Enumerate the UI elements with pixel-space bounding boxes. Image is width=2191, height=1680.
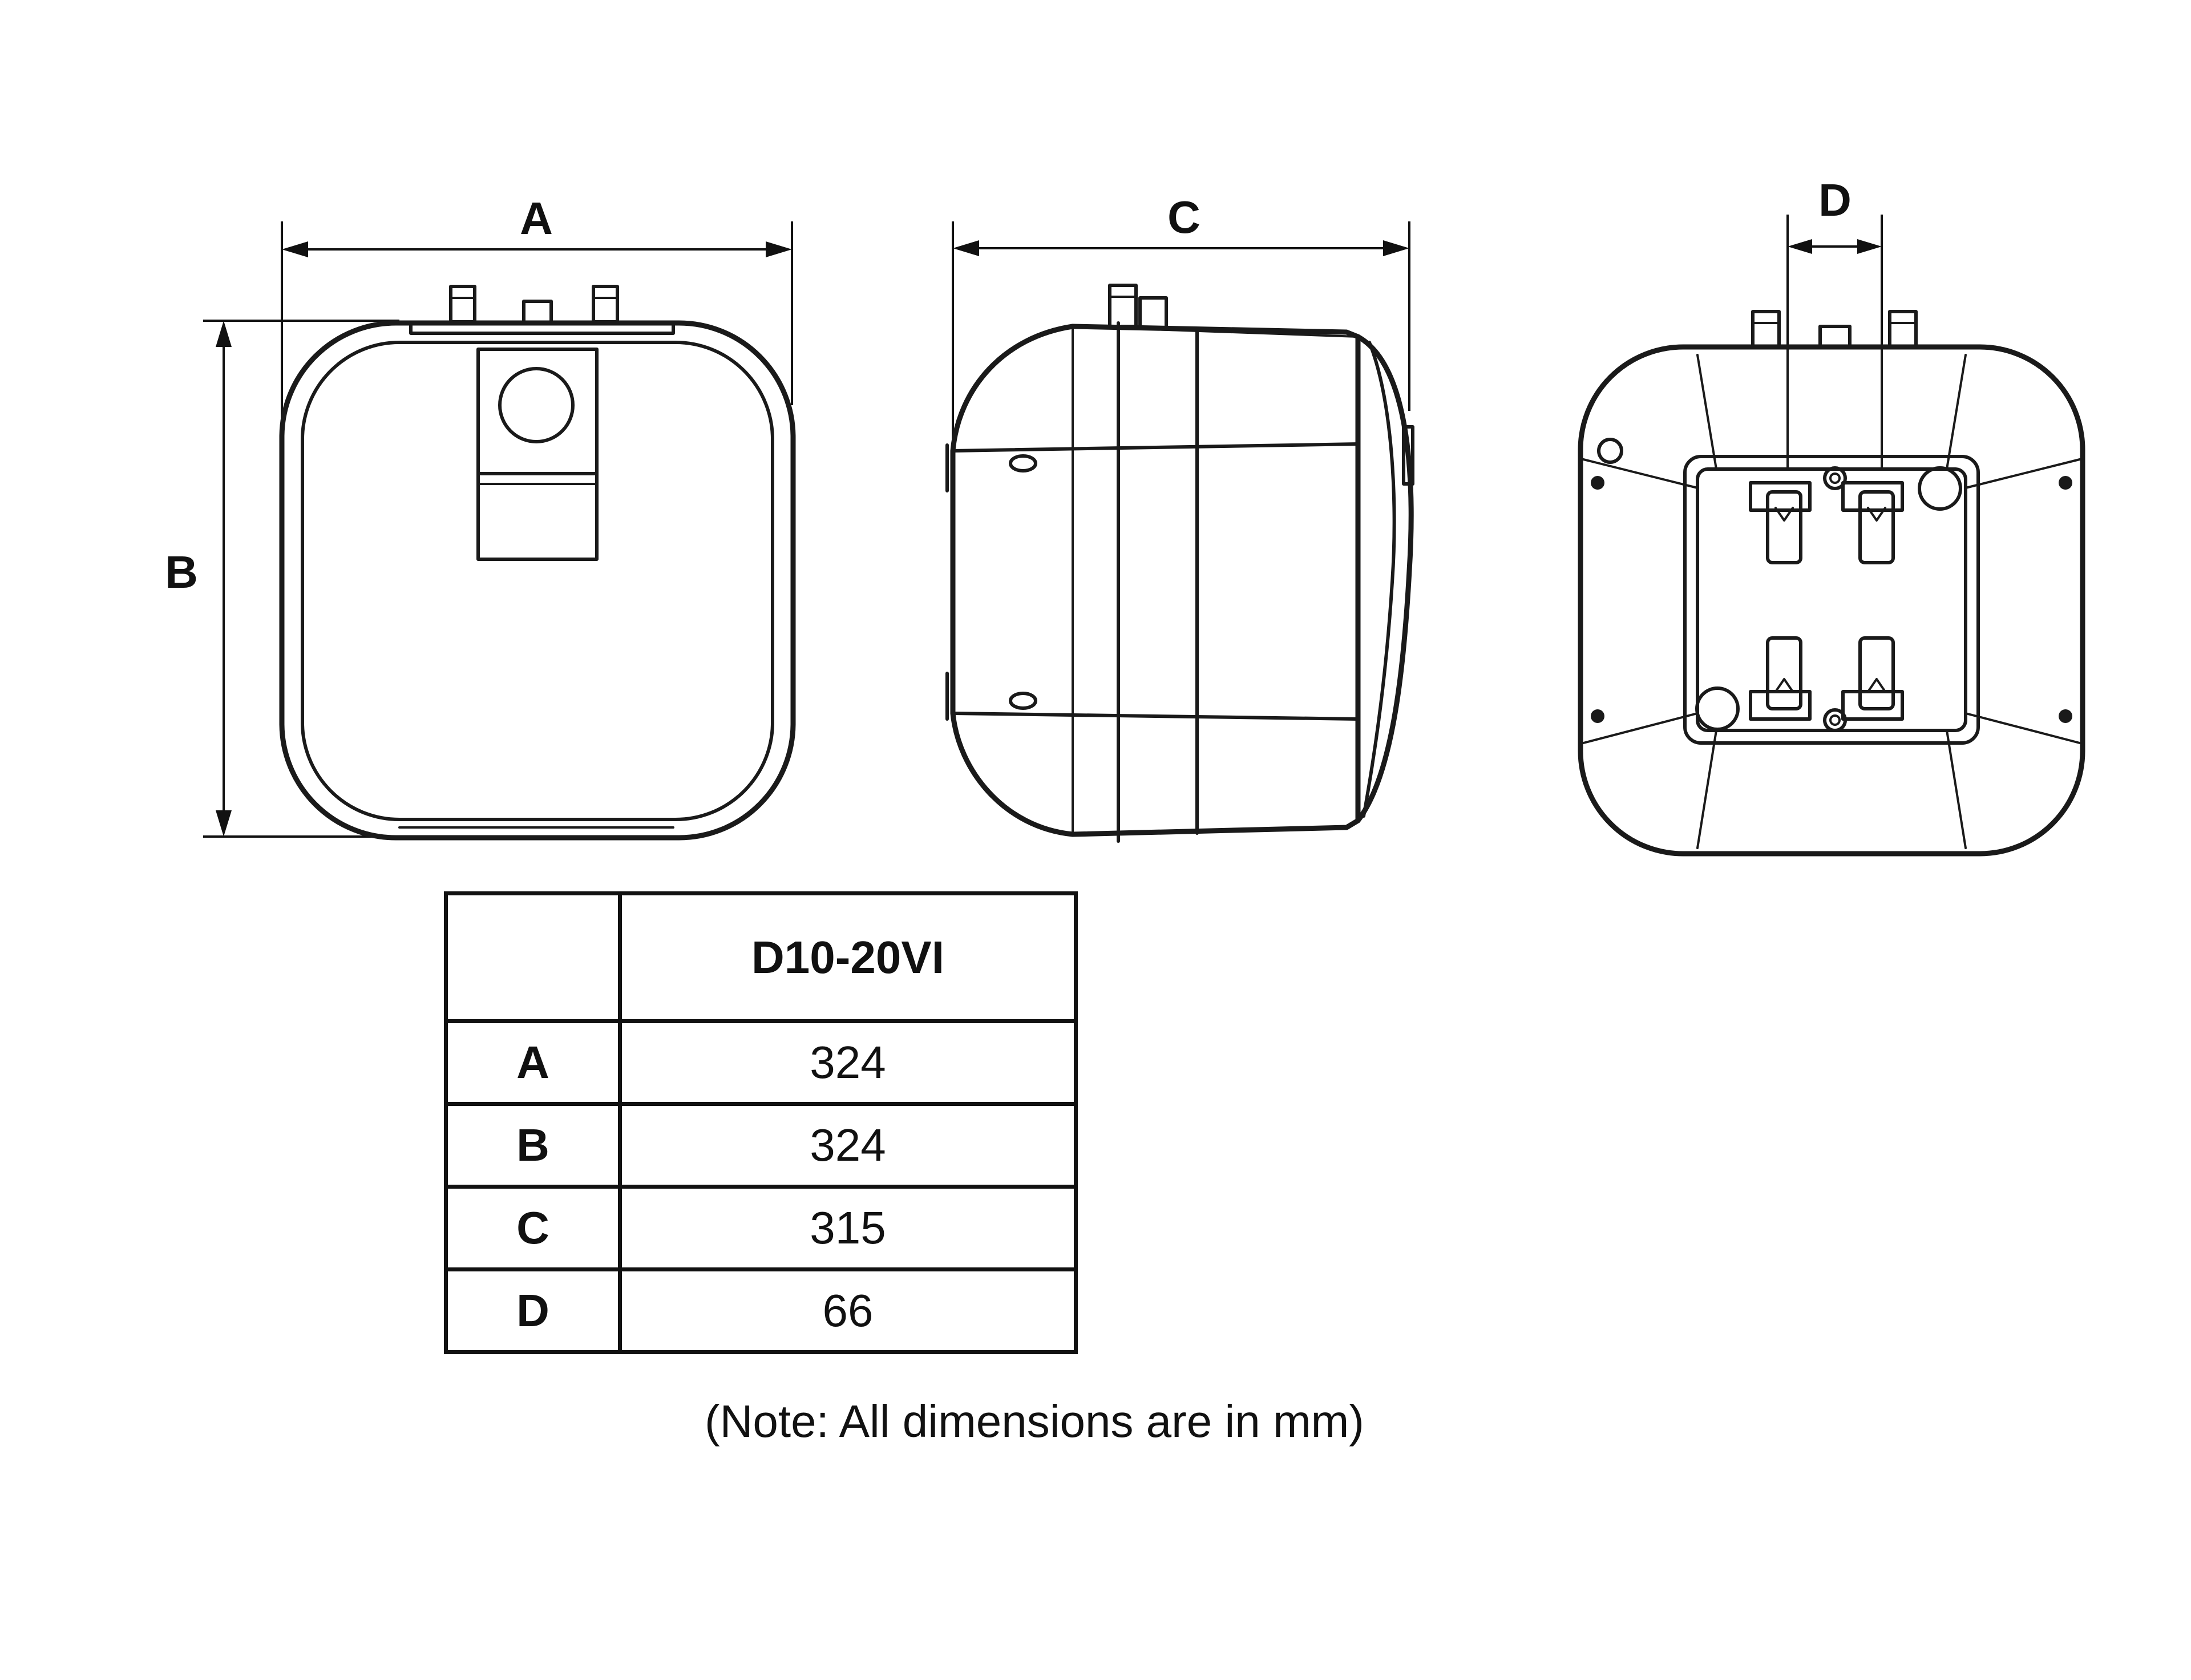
rear-recess-inner <box>1696 467 1967 732</box>
rear-hole-small <box>1597 438 1623 464</box>
dim-a-label: A <box>520 193 553 244</box>
side-view: C <box>945 192 1414 843</box>
table-row: A 324 <box>444 1019 1078 1106</box>
front-inner-panel <box>301 341 774 821</box>
rear-view: D <box>1578 175 2085 857</box>
row-label-a: A <box>444 1019 622 1106</box>
row-label-c: C <box>444 1185 622 1271</box>
dim-b-arrow-bottom <box>216 810 232 837</box>
rear-screw-2 <box>2059 476 2072 490</box>
dim-a-arrow-left <box>282 241 308 257</box>
side-seam-bottom <box>951 712 1360 721</box>
dim-c-label: C <box>1167 192 1200 243</box>
front-view: A B <box>165 193 796 841</box>
rear-screw-4 <box>2059 709 2072 723</box>
row-value-a: 324 <box>618 1019 1078 1106</box>
rear-valve-center <box>1818 325 1852 349</box>
row-value-b: 324 <box>618 1102 1078 1189</box>
dim-d-arrow-right <box>1857 239 1882 254</box>
table-row: D 66 <box>444 1267 1078 1354</box>
dim-d-label: D <box>1818 175 1852 225</box>
rear-port-bottom-left <box>1695 686 1740 731</box>
rear-terminal-top-right <box>1841 481 1904 564</box>
front-pipe-left <box>449 285 476 324</box>
front-top-strip <box>409 321 675 335</box>
rear-terminal-top-left <box>1749 481 1812 564</box>
side-front-panel <box>1355 334 1414 823</box>
rear-pipe-right <box>1888 310 1918 349</box>
side-body <box>1070 324 1361 837</box>
dim-b-label: B <box>165 547 198 597</box>
side-knob-profile <box>1402 425 1414 486</box>
dim-c-arrow-left <box>953 240 979 256</box>
rear-recess-outer <box>1683 455 1980 745</box>
side-pipe-2 <box>1138 296 1168 329</box>
side-dome <box>950 324 1076 837</box>
side-mount-hole-top <box>1009 454 1037 472</box>
units-note: (Note: All dimensions are in mm) <box>705 1396 1364 1447</box>
table-row: C 315 <box>444 1185 1078 1271</box>
rear-port-top-right <box>1918 466 1962 511</box>
front-control-panel <box>476 348 599 561</box>
row-value-c: 315 <box>618 1185 1078 1271</box>
rear-screw-top <box>1823 466 1847 490</box>
dim-a-arrow-right <box>766 241 792 257</box>
rear-terminal-bottom-left <box>1749 636 1812 721</box>
dimensions-table: D10-20VI A 324 B 324 C 315 D 66 <box>444 891 1078 1354</box>
dim-b-arrow-top <box>216 321 232 347</box>
rear-screw-3 <box>1591 709 1604 723</box>
rear-pipe-left <box>1751 310 1781 349</box>
table-header-row: D10-20VI <box>444 891 1078 1023</box>
front-outer-shell <box>279 320 796 841</box>
model-header: D10-20VI <box>618 891 1078 1023</box>
dim-c-arrow-right <box>1383 240 1409 256</box>
side-mount-hole-bottom <box>1009 692 1037 710</box>
row-value-d: 66 <box>618 1267 1078 1354</box>
front-pipe-right <box>592 285 619 324</box>
row-label-d: D <box>444 1267 622 1354</box>
dim-d-arrow-left <box>1788 239 1812 254</box>
row-label-b: B <box>444 1102 622 1189</box>
front-valve-center <box>522 300 553 325</box>
side-pipe-1 <box>1108 284 1138 328</box>
rear-terminal-bottom-right <box>1841 636 1904 721</box>
table-corner-cell <box>444 891 622 1023</box>
side-seam-top <box>951 442 1360 453</box>
thermostat-knob <box>498 367 575 443</box>
rear-outer-shell <box>1578 344 2085 857</box>
rear-screw-1 <box>1591 476 1604 490</box>
table-row: B 324 <box>444 1102 1078 1189</box>
